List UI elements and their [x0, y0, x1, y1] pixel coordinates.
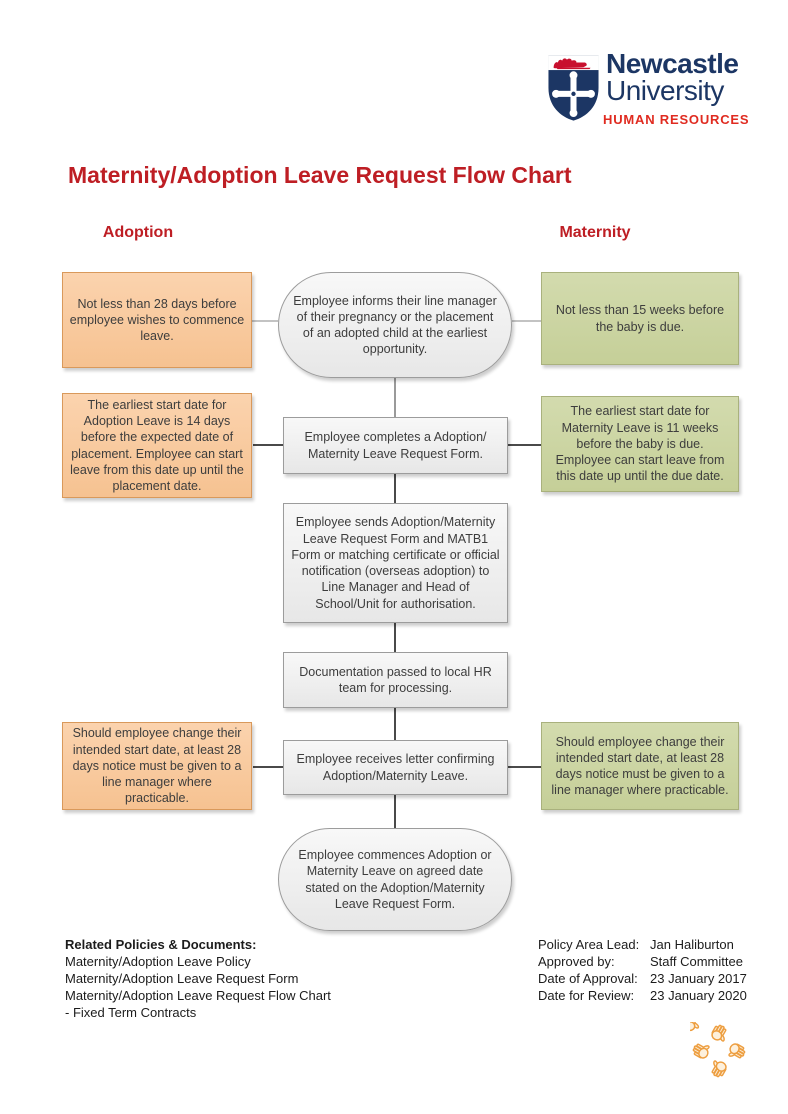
flow-step-2: Employee completes a Adoption/ Maternity…	[283, 417, 508, 474]
flow-step-6: Employee commences Adoption or Maternity…	[278, 828, 512, 931]
adoption-note-1: Not less than 28 days before employee wi…	[62, 272, 252, 368]
maternity-note-2: The earliest start date for Maternity Le…	[541, 396, 739, 492]
connector-row2-left	[253, 444, 283, 446]
policy-meta-section: Policy Area Lead: Jan Haliburton Approve…	[538, 936, 753, 1004]
connector-row1-left	[252, 320, 278, 322]
connector-step5-step6	[394, 795, 396, 828]
newcastle-crest-icon	[548, 55, 599, 121]
meta-value: 23 January 2020	[650, 988, 747, 1003]
flow-step-1: Employee informs their line manager of t…	[278, 272, 512, 378]
adoption-note-3: Should employee change their intended st…	[62, 722, 252, 810]
meta-value: Staff Committee	[650, 954, 743, 969]
maternity-note-3: Should employee change their intended st…	[541, 722, 739, 810]
page-title: Maternity/Adoption Leave Request Flow Ch…	[68, 162, 572, 188]
flow-step-5: Employee receives letter confirming Adop…	[283, 740, 508, 795]
hands-circle-icon	[690, 1022, 748, 1080]
human-resources-label: HUMAN RESOURCES	[603, 112, 750, 127]
logo-wordmark: Newcastle University	[606, 48, 739, 106]
related-policies-heading: Related Policies & Documents:	[65, 937, 257, 952]
logo-line-university: University	[606, 75, 724, 106]
meta-row-date-for-review: Date for Review: 23 January 2020	[538, 987, 753, 1004]
flow-step-4: Documentation passed to local HR team fo…	[283, 652, 508, 708]
logo-line-newcastle: Newcastle	[606, 48, 739, 79]
connector-row5-left	[253, 766, 283, 768]
meta-label: Date of Approval:	[538, 971, 638, 986]
connector-row2-right	[508, 444, 541, 446]
meta-value: Jan Haliburton	[650, 937, 734, 952]
connector-row5-right	[508, 766, 541, 768]
related-policy-item: Maternity/Adoption Leave Request Flow Ch…	[65, 988, 331, 1020]
maternity-note-1: Not less than 15 weeks before the baby i…	[541, 272, 739, 365]
related-policy-item: Maternity/Adoption Leave Request Form	[65, 971, 299, 986]
connector-step3-step4	[394, 623, 396, 652]
connector-step2-step3	[394, 474, 396, 503]
meta-value: 23 January 2017	[650, 971, 747, 986]
newcastle-university-logo: Newcastle University HUMAN RESOURCES	[546, 48, 750, 137]
related-policies-section: Related Policies & Documents: Maternity/…	[65, 936, 337, 1021]
meta-row-policy-area-lead: Policy Area Lead: Jan Haliburton	[538, 936, 753, 953]
connector-step1-step2	[394, 378, 396, 417]
flow-step-3: Employee sends Adoption/Maternity Leave …	[283, 503, 508, 623]
connector-row1-right	[512, 320, 541, 322]
column-header-maternity: Maternity	[559, 224, 631, 241]
related-policy-item: Maternity/Adoption Leave Policy	[65, 954, 251, 969]
meta-label: Date for Review:	[538, 988, 635, 1003]
connector-step4-step5	[394, 708, 396, 740]
meta-label: Approved by:	[538, 954, 615, 969]
meta-row-date-of-approval: Date of Approval: 23 January 2017	[538, 970, 753, 987]
meta-row-approved-by: Approved by: Staff Committee	[538, 953, 753, 970]
meta-label: Policy Area Lead:	[538, 937, 640, 952]
adoption-note-2: The earliest start date for Adoption Lea…	[62, 393, 252, 498]
column-header-adoption: Adoption	[102, 224, 174, 241]
